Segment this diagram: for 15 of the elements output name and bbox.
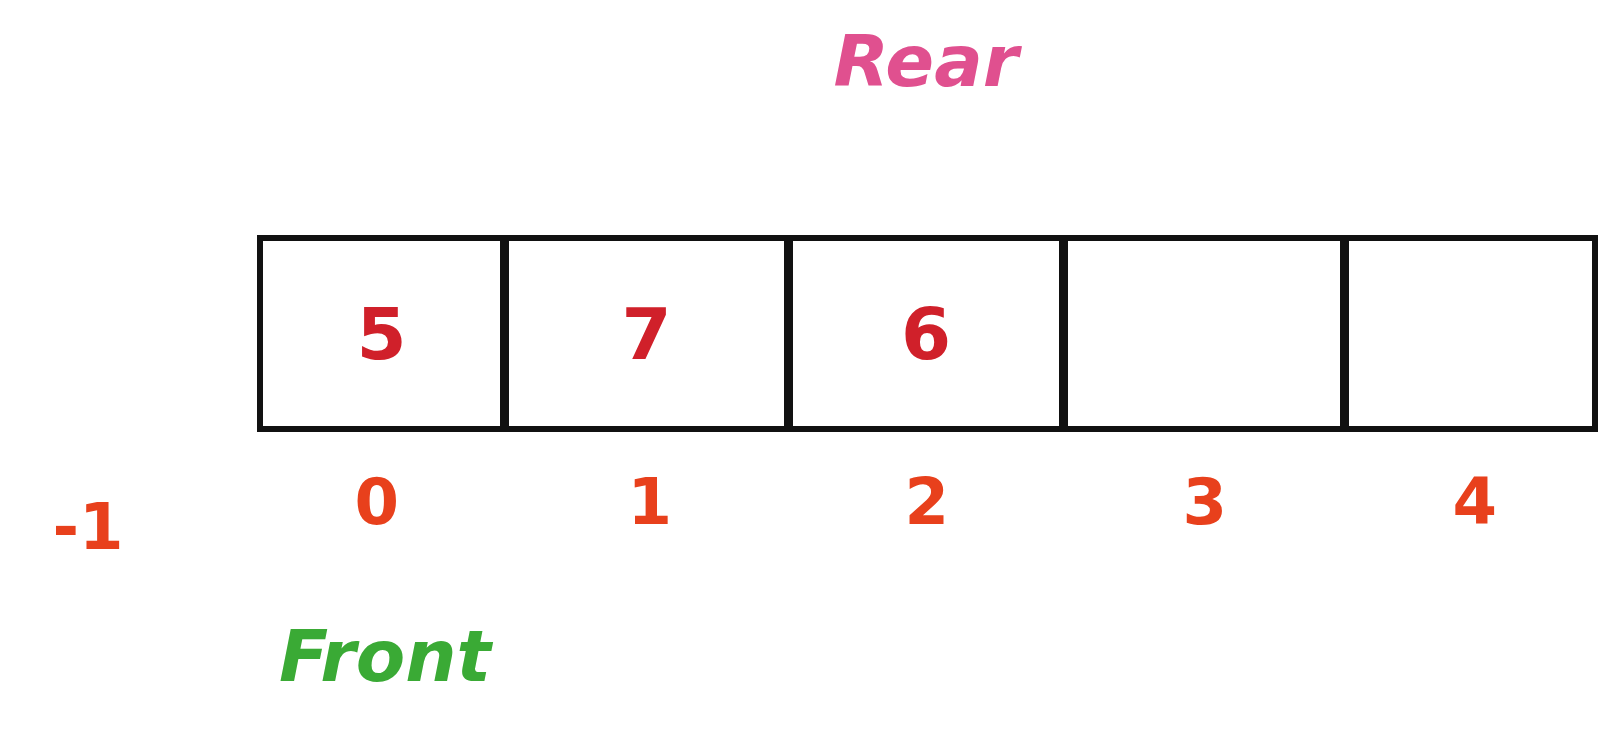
index-label: -1: [52, 495, 124, 559]
cell-value: 7: [621, 291, 672, 376]
front-label: Front: [279, 620, 491, 692]
index-label: 1: [627, 470, 673, 534]
index-label: 3: [1182, 470, 1228, 534]
index-label: 4: [1452, 470, 1498, 534]
array-cell: [1343, 235, 1598, 432]
array-cell: [257, 235, 506, 432]
cell-value: 5: [356, 291, 407, 376]
array-cell: [1062, 235, 1346, 432]
array-cell: [503, 235, 790, 432]
array-cell: [787, 235, 1065, 432]
cell-value: 6: [900, 291, 952, 376]
index-label: 0: [354, 470, 400, 534]
index-label: 2: [904, 470, 950, 534]
